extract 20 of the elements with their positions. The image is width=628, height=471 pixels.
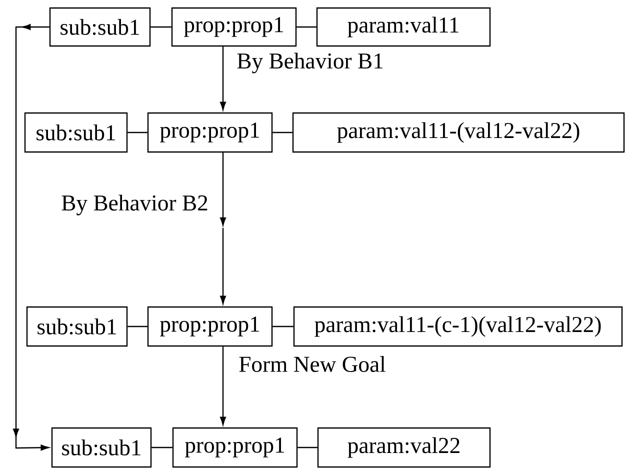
state-box: param:val11-(c-1)(val12-val22): [293, 306, 623, 347]
state-box: sub:sub1: [26, 306, 128, 347]
state-box: prop:prop1: [147, 112, 273, 153]
state-box: prop:prop1: [172, 427, 298, 468]
state-box: sub:sub1: [51, 427, 152, 468]
state-box: param:val22: [317, 427, 491, 468]
edge-label: Form New Goal: [237, 354, 388, 374]
state-box: prop:prop1: [147, 306, 273, 347]
arrow: [13, 24, 50, 451]
edge-label: By Behavior B2: [60, 193, 210, 217]
arrow: [220, 152, 226, 226]
arrow: [220, 46, 226, 110]
arrow: [220, 346, 226, 426]
state-box: sub:sub1: [24, 112, 128, 153]
state-box: prop:prop1: [171, 7, 297, 47]
edge-label: By Behavior B1: [235, 51, 386, 75]
state-box: param:val11-(val12-val22): [292, 112, 625, 153]
state-box: param:val11: [316, 7, 491, 47]
arrow: [220, 228, 226, 304]
state-box: sub:sub1: [49, 7, 151, 47]
